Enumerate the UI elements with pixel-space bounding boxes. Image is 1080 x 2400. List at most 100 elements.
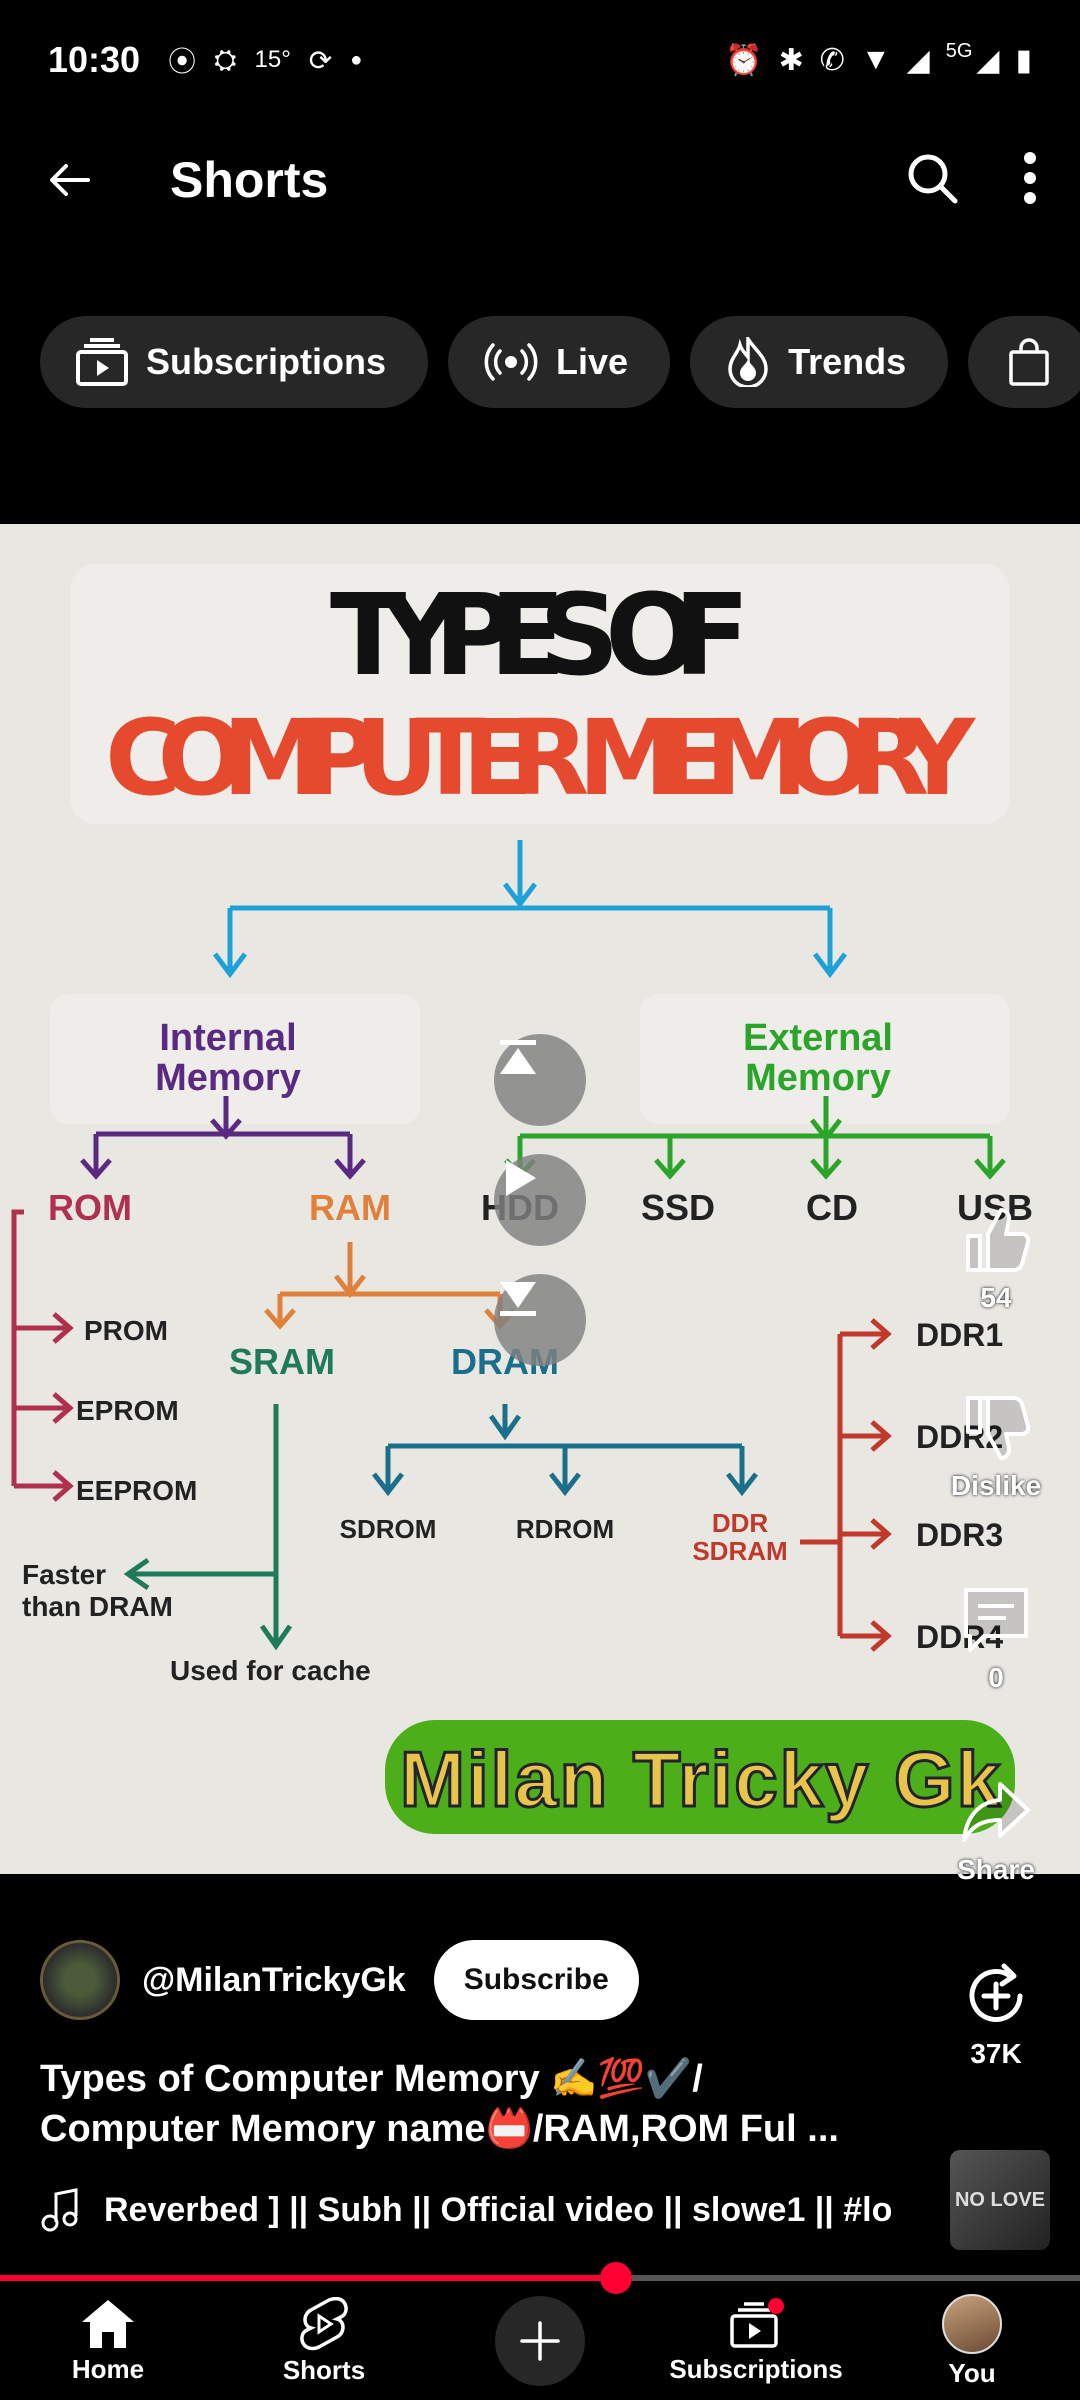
nav-label: Shorts [282,2354,366,2385]
create-icon [520,2321,560,2361]
top-bar: Shorts [0,120,1080,240]
subscriptions-icon [76,338,128,386]
cloud-upload-icon: ⛭ [214,43,237,75]
music-title: Reverbed ] || Subh || Official video || … [104,2190,893,2229]
chip-label: Subscriptions [146,341,387,382]
clock: 10:30 [48,39,141,80]
remix-action[interactable]: 37K [936,1960,1056,2070]
search-icon [908,154,958,203]
chip-label: Trends [788,341,907,382]
node-external-2: Memory [745,1057,891,1099]
node-ssd: SSD [641,1187,715,1228]
chip-label: Live [556,341,629,382]
node-faster-2: than DRAM [22,1591,173,1622]
nav-you[interactable]: You [872,2293,1072,2389]
chip-trends[interactable]: Trends [690,316,949,408]
record-icon: ⦿ [168,46,197,77]
chip-shopping[interactable] [968,316,1080,408]
shorts-icon [300,2296,348,2350]
network-type: 5G [945,39,973,62]
notification-icons: ⦿ ⛭ 15° ⟳ ● [168,40,362,80]
node-rom: ROM [48,1187,132,1228]
diagram-title-2: COMPUTER MEMORY [105,697,977,819]
system-icons: ⏰ ✱ ✆ ▼ ◢ 5G ◢ ▮ [725,39,1032,78]
dot-icon: ● [350,48,363,71]
nav-label: You [948,2357,996,2388]
shopping-bag-icon [1009,338,1049,386]
video-player[interactable]: TYPES OF COMPUTER MEMORY Internal Memory… [0,524,1080,1874]
watermark-text: Milan Tricky Gk [400,1735,1001,1823]
node-external-1: External [743,1017,893,1059]
comment-action[interactable]: 0 [936,1584,1056,1694]
channel-row: @MilanTrickyGk Subscribe [40,1940,639,2020]
description-line-1: Types of Computer Memory ✍️💯✔️/ [40,2058,703,2100]
node-faster-1: Faster [22,1559,106,1590]
video-description[interactable]: Types of Computer Memory ✍️💯✔️/ Computer… [40,2054,920,2154]
battery-icon: ▮ [1015,43,1032,77]
node-ddr1: DDR1 [916,1317,1003,1353]
skip-to-end-button[interactable] [494,1274,586,1366]
thumb-up-icon [966,1208,1031,1272]
description-line-2: Computer Memory name📛/RAM,ROM Ful ... [40,2108,839,2150]
filter-chips: Subscriptions Live Trends [40,316,1080,408]
nav-subscriptions[interactable]: Subscriptions [656,2297,856,2385]
music-thumbnail[interactable]: NO LOVE [950,2150,1050,2250]
arrow-left-icon [50,164,90,196]
channel-avatar[interactable] [40,1940,120,2020]
node-ddr-2: SDRAM [692,1536,787,1566]
more-options-button[interactable] [1020,150,1040,211]
node-ram: RAM [309,1187,391,1228]
signal-icon: ◢ [906,43,930,77]
play-button[interactable] [494,1154,586,1246]
chip-subscriptions[interactable]: Subscriptions [40,316,429,408]
share-icon [962,1782,1030,1842]
node-eprom: EPROM [76,1395,179,1426]
title-card [70,564,1010,824]
diagram-title-1: TYPES OF [330,571,750,701]
subscribe-button[interactable]: Subscribe [433,1940,639,2020]
signal-icon-2: ◢ [976,43,1000,77]
sync-icon: ⟳ [308,44,333,76]
thumb-down-icon [966,1396,1031,1460]
node-sram: SRAM [229,1341,335,1382]
chip-live[interactable]: Live [448,316,671,408]
comment-icon [964,1588,1028,1652]
bottom-nav: Home Shorts Subscriptions You [0,2282,1080,2400]
search-button[interactable] [904,150,960,211]
trends-icon [728,337,768,387]
nav-home[interactable]: Home [8,2298,208,2385]
back-button[interactable] [40,150,100,210]
nav-create[interactable] [440,2296,640,2386]
skip-bottom-icon [500,1282,536,1316]
playback-progress[interactable] [0,2262,1080,2294]
music-row[interactable]: Reverbed ] || Subh || Official video || … [40,2188,920,2232]
nav-label: Home [71,2353,145,2384]
live-icon [484,343,538,381]
share-action[interactable]: Share [936,1776,1056,1886]
progress-fill [0,2275,616,2281]
page-title: Shorts [170,152,329,208]
temperature: 15° [254,46,291,73]
subscriptions-icon [730,2297,784,2348]
node-cache: Used for cache [170,1655,371,1686]
like-action[interactable]: 54 [936,1204,1056,1314]
more-vert-icon [1024,151,1036,204]
create-button[interactable] [495,2296,585,2386]
node-sdrom: SDROM [340,1514,437,1544]
call-icon: ✆ [819,43,845,77]
node-ddr-1: DDR [712,1508,769,1538]
memory-diagram: TYPES OF COMPUTER MEMORY Internal Memory… [11,564,1033,1834]
avatar [942,2293,1002,2354]
node-prom: PROM [84,1315,168,1346]
bluetooth-icon: ✱ [778,43,804,77]
music-note-icon [41,2188,78,2232]
progress-handle[interactable] [599,2262,632,2294]
node-eeprom: EEPROM [76,1475,197,1506]
comment-count: 0 [988,1662,1004,1693]
node-ddr3: DDR3 [916,1517,1003,1553]
dislike-action[interactable]: Dislike [936,1392,1056,1502]
nav-shorts[interactable]: Shorts [224,2296,424,2386]
channel-handle[interactable]: @MilanTrickyGk [142,1960,406,1999]
skip-to-start-button[interactable] [494,1034,586,1126]
alarm-icon: ⏰ [725,43,763,77]
